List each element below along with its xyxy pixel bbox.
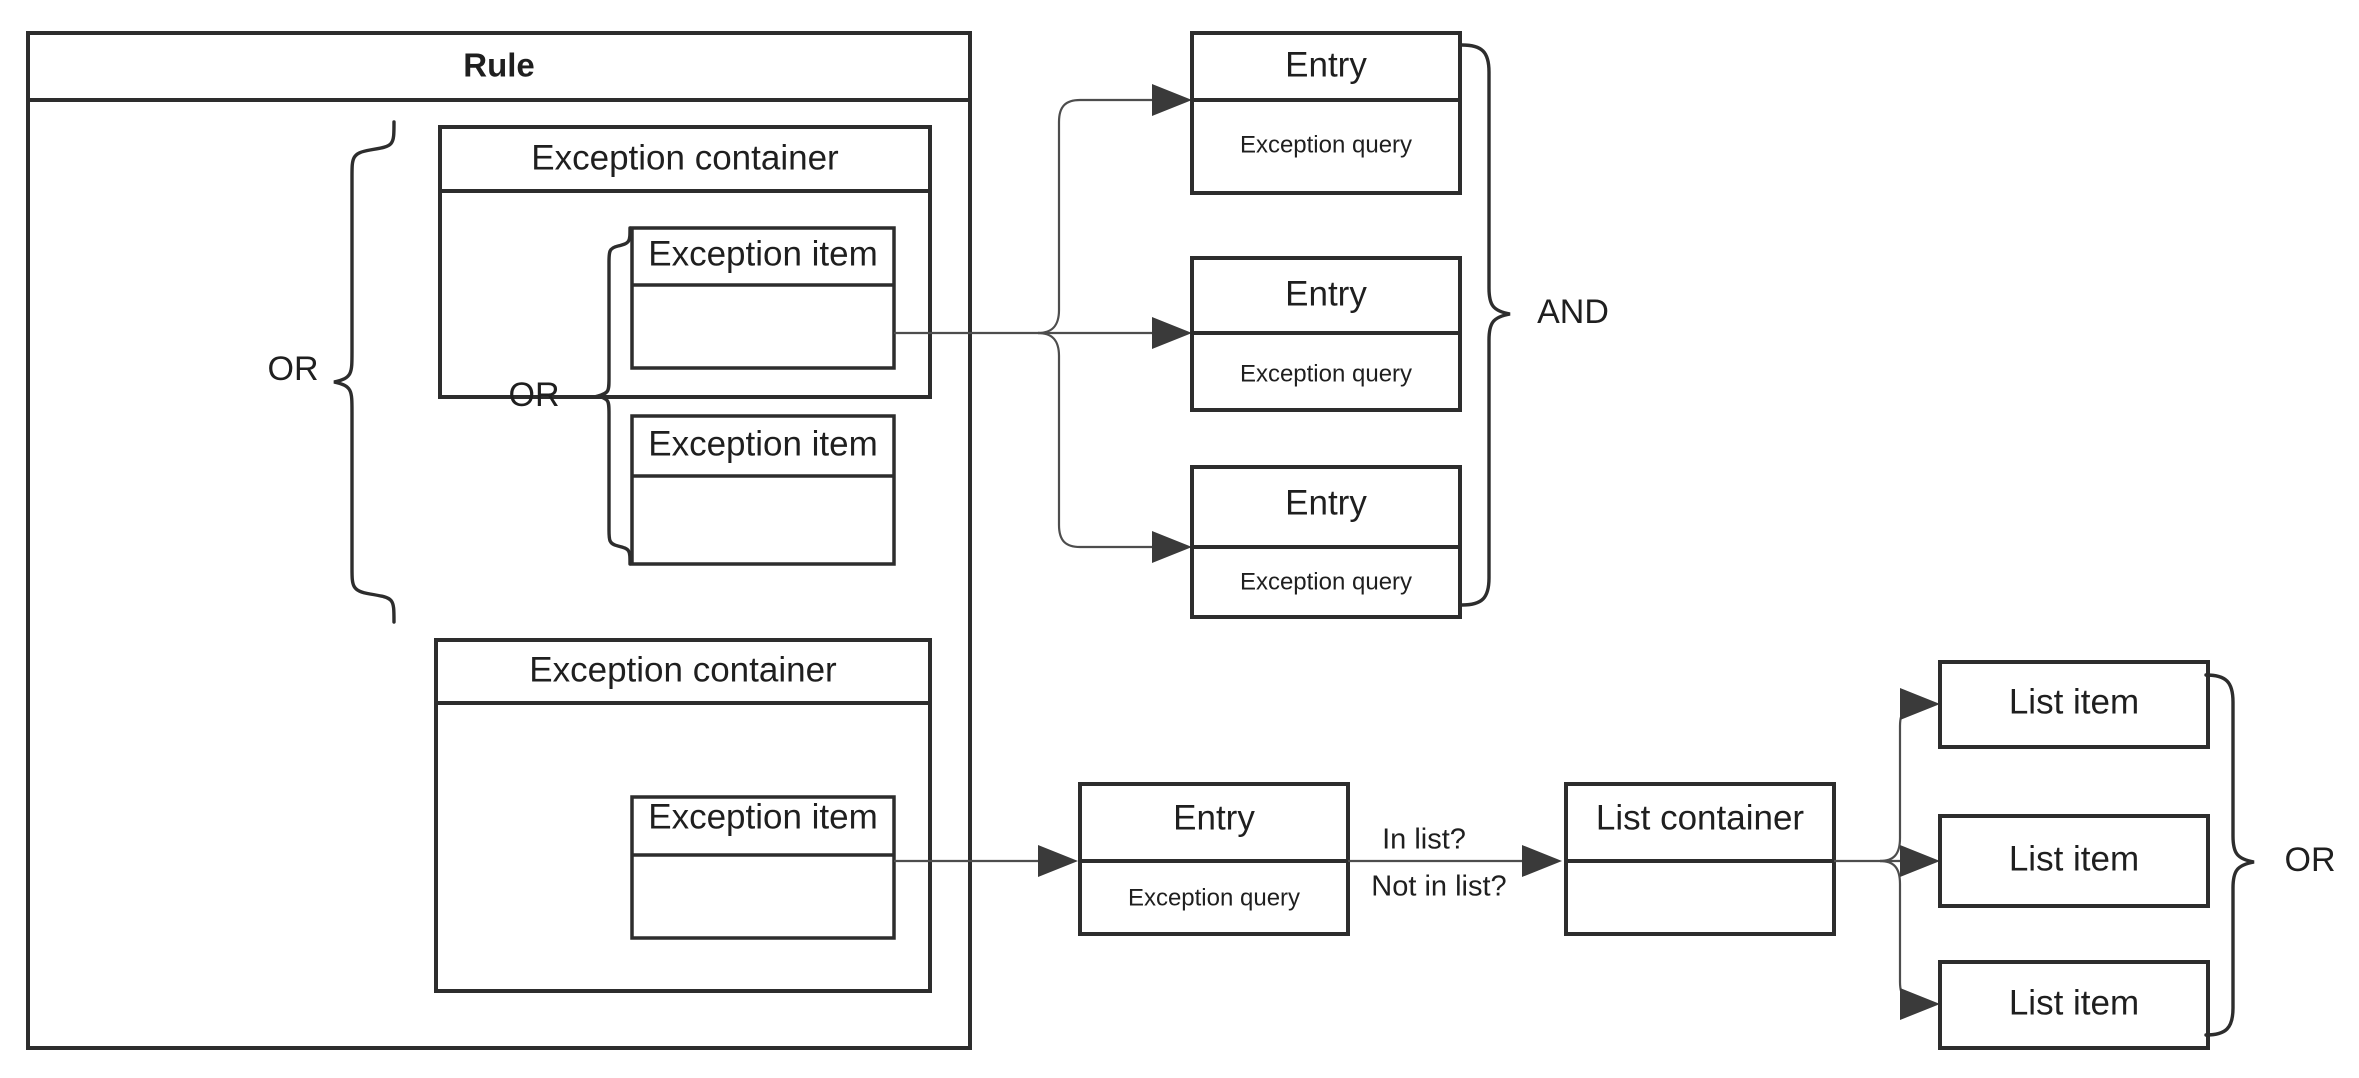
list-container[interactable]: List container [1564,782,1836,936]
entry-2[interactable]: Entry Exception query [1190,256,1462,412]
and-brace [1460,43,1511,607]
list-entry-connector [894,845,1078,877]
entry-1-rect [1190,31,1462,195]
entry-1-subtitle: Exception query [1240,131,1412,158]
exception-item-2-title: Exception item [648,424,878,463]
entry-3-subtitle: Exception query [1240,568,1412,595]
entry-4-title: Entry [1173,798,1255,837]
list-entry-arrowhead [1038,845,1078,877]
entry-branch-up [1037,98,1178,335]
exception-items-or-brace [591,226,632,566]
exception-items-or-brace-group: OR [509,226,632,566]
entry-arrowhead-1 [1152,84,1192,116]
entry-4[interactable]: Entry Exception query [1078,782,1350,936]
list-item-2-rect [1938,814,2210,908]
list-or-brace [2204,673,2255,1037]
entry-1-title: Entry [1285,45,1367,84]
rule-title: Rule [463,47,535,84]
entry-arrowhead-3 [1152,531,1192,563]
not-in-list-label: Not in list? [1371,871,1506,903]
list-branch-up [1879,702,1925,863]
exception-items-or-label: OR [509,376,560,414]
outer-or-label: OR [268,350,319,388]
exception-container-2-title: Exception container [529,650,837,689]
entry-arrowhead-2 [1152,317,1192,349]
list-arrowhead-2 [1900,845,1940,877]
in-list-arrowhead [1522,845,1562,877]
list-arrowhead-1 [1900,688,1940,720]
outer-or-brace [333,120,396,624]
exception-item-3[interactable]: Exception item [630,795,896,940]
list-item-3[interactable]: List item [1938,960,2210,1050]
outer-or-brace-group: OR [268,120,396,624]
list-item-split-connector [1834,688,1940,1020]
list-item-1-label: List item [2009,682,2139,721]
exception-item-1-rect [630,226,896,370]
list-item-3-label: List item [2009,983,2139,1022]
exception-item-1[interactable]: Exception item [630,226,896,370]
list-item-1-rect [1938,660,2210,749]
list-container-title: List container [1596,798,1805,837]
entry-branch-down [1037,331,1178,549]
and-brace-group: AND [1460,43,1609,607]
list-item-1[interactable]: List item [1938,660,2210,749]
entry-3[interactable]: Entry Exception query [1190,465,1462,619]
entry-split-connector [894,84,1192,563]
exception-item-3-title: Exception item [648,797,878,836]
entry-4-subtitle: Exception query [1128,884,1300,911]
entry-2-subtitle: Exception query [1240,360,1412,387]
list-item-2-label: List item [2009,839,2139,878]
entry-3-title: Entry [1285,483,1367,522]
exception-item-2[interactable]: Exception item [630,414,896,566]
list-arrowhead-3 [1900,988,1940,1020]
list-branch-down [1879,859,1925,1006]
exception-item-3-rect [630,795,896,940]
list-or-brace-group: OR [2204,673,2336,1037]
exception-item-1-title: Exception item [648,234,878,273]
in-list-connector: In list? Not in list? [1348,824,1562,903]
list-item-2[interactable]: List item [1938,814,2210,908]
entry-3-rect [1190,465,1462,619]
entry-1[interactable]: Entry Exception query [1190,31,1462,195]
and-label: AND [1537,293,1609,331]
exception-container-1-title: Exception container [531,138,839,177]
exception-item-2-rect [630,414,896,566]
list-or-label: OR [2285,841,2336,879]
in-list-label: In list? [1382,824,1466,856]
list-item-3-rect [1938,960,2210,1050]
entry-2-title: Entry [1285,274,1367,313]
